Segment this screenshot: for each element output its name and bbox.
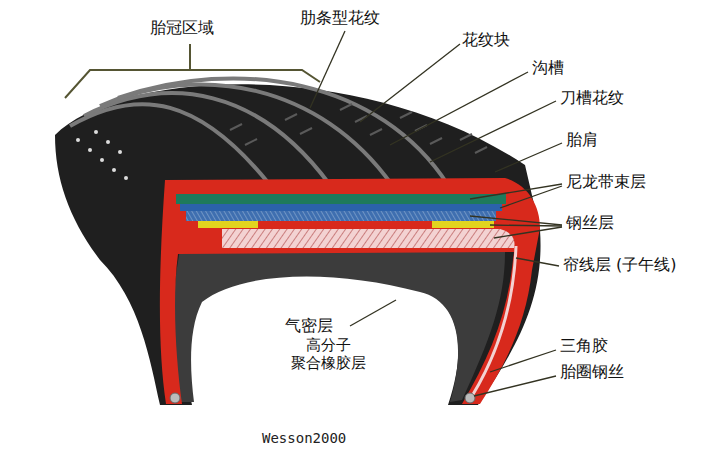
ply-side: [472, 246, 516, 396]
part-label: 尼龙带束层: [566, 172, 646, 191]
part-label: 沟槽: [532, 58, 564, 77]
part-label: 三角胶: [560, 336, 608, 355]
tire-inner: [173, 250, 505, 402]
bead-wire-left: [170, 393, 180, 403]
part-label: 胎冠区域: [150, 18, 214, 37]
crown-bracket: [65, 44, 320, 98]
part-label: Wesson2000: [262, 430, 346, 447]
steel-belt: [186, 211, 496, 221]
nylon-belt-2: [180, 204, 502, 211]
part-label: 帘线层 (子午线): [563, 255, 677, 274]
part-label: 肋条型花纹: [300, 8, 380, 27]
tread-sipes: [230, 104, 487, 153]
part-label: 胎圈钢丝: [560, 362, 624, 381]
steel-edge-right: [432, 221, 494, 228]
tread-grooves: [70, 78, 448, 185]
part-label: 气密层: [285, 316, 333, 335]
part-label: 胎肩: [566, 130, 598, 149]
part-label: 刀槽花纹: [560, 88, 624, 107]
steel-edge-left: [198, 221, 258, 228]
tire-body: [55, 84, 541, 405]
nylon-belt: [176, 194, 506, 204]
part-label: 花纹块: [462, 30, 510, 49]
part-label: 钢丝层: [566, 213, 614, 232]
section-rubber: [160, 178, 540, 404]
bead-wire-right: [465, 393, 475, 403]
ply-layer: [222, 229, 514, 248]
part-label: 高分子 聚合橡胶层: [280, 336, 376, 372]
shoulder-dots: [76, 130, 128, 180]
